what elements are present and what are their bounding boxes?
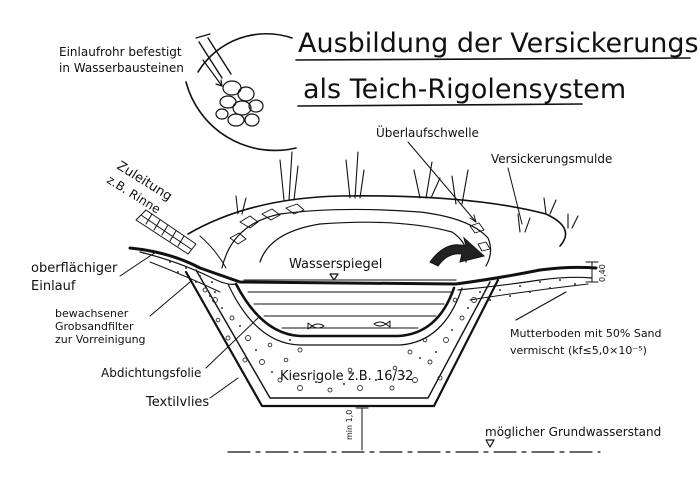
dim-right-value: 0,40 (598, 264, 607, 282)
dimension-right: 0,40 (585, 261, 607, 283)
label-textilvlies-group: Textilvlies (145, 377, 239, 410)
label-mutterboden-1: Mutterboden mit 50% Sand (510, 327, 662, 340)
berm-and-plants (187, 151, 579, 269)
title-underline-1 (295, 57, 691, 61)
title-block: Ausbildung der Versickerungsanlage als T… (295, 28, 700, 107)
sand-filter-area (135, 209, 237, 293)
groundwater-level: möglicher Grundwasserstand (227, 425, 661, 453)
label-versickerungsmulde-group: Versickerungsmulde (491, 152, 612, 225)
title-underline-2 (297, 103, 583, 107)
label-einlaufrohr-1: Einlaufrohr befestigt (59, 45, 182, 59)
label-mutterboden-2: vermischt (kf≤5,0×10⁻⁵) (510, 344, 647, 357)
label-bewachsener-1: bewachsener (55, 307, 129, 320)
label-oberflaechiger-1: oberflächiger (31, 261, 118, 276)
ground-surface-line (128, 246, 598, 286)
label-ueberlaufschwelle: Überlaufschwelle (376, 124, 479, 140)
label-versickerungsmulde: Versickerungsmulde (491, 152, 612, 166)
label-oberflaechiger-group: oberflächiger Einlauf (31, 251, 157, 294)
title-line-1: Ausbildung der Versickerungsanlage (298, 28, 700, 59)
label-ueberlaufschwelle-group: Überlaufschwelle (376, 124, 479, 223)
label-bewachsener-group: bewachsener Grobsandfilter zur Vorreinig… (55, 281, 191, 346)
label-grundwasser: möglicher Grundwasserstand (485, 425, 661, 439)
title-line-2: als Teich-Rigolensystem (303, 74, 626, 105)
dim-min-value: min 1,0 (345, 410, 354, 440)
label-bewachsener-2: Grobsandfilter (55, 320, 134, 333)
label-kiesrigole-group: Kiesrigole z.B. 16/32 (280, 369, 413, 384)
label-kiesrigole: Kiesrigole z.B. 16/32 (280, 369, 413, 384)
label-wasserspiegel: Wasserspiegel (289, 257, 382, 272)
label-abdichtungsfolie-group: Abdichtungsfolie (101, 317, 259, 380)
label-mutterboden-group: Mutterboden mit 50% Sand vermischt (kf≤5… (510, 327, 662, 357)
label-einlaufrohr-2: in Wasserbausteinen (59, 61, 184, 75)
overflow-arrow (429, 236, 486, 267)
label-abdichtungsfolie: Abdichtungsfolie (101, 366, 201, 380)
label-zuleitung-group: Zuleitung z.B. Rinne (104, 159, 174, 217)
inlet-pipe-detail: Einlaufrohr befestigt in Wasserbausteine… (59, 32, 297, 152)
label-oberflaechiger-2: Einlauf (31, 279, 76, 294)
topsoil-layer (457, 276, 593, 321)
gravel-trench (184, 269, 500, 408)
label-textilvlies: Textilvlies (145, 395, 209, 410)
label-bewachsener-3: zur Vorreinigung (55, 333, 146, 346)
dimension-min: min 1,0 (345, 407, 369, 451)
pond-basin: Wasserspiegel (227, 257, 463, 346)
